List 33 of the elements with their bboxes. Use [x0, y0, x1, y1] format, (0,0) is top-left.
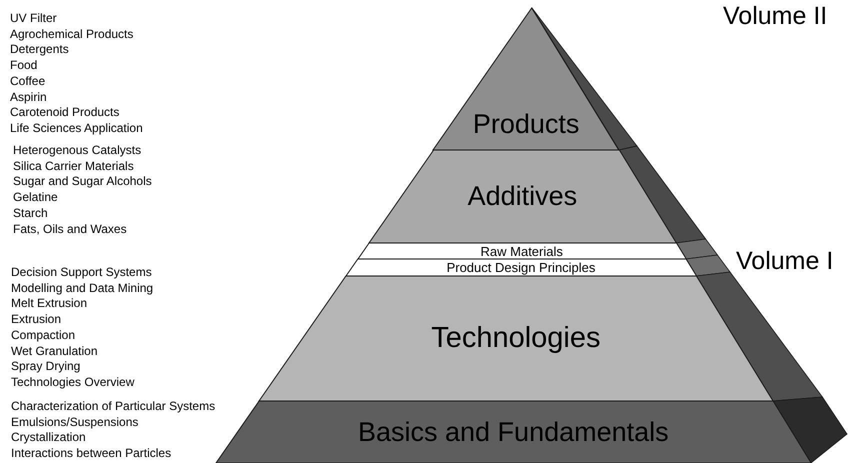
volume-label: Volume I — [736, 249, 834, 274]
topic-item: Carotenoid Products — [10, 106, 120, 118]
topic-item: Life Sciences Application — [10, 122, 143, 134]
topic-item: Coffee — [10, 74, 46, 87]
topic-item: Wet Granulation — [11, 344, 98, 356]
topic-item: Decision Support Systems — [11, 266, 152, 278]
topic-item: Extrusion — [11, 313, 62, 326]
topic-item: Agrochemical Products — [10, 28, 134, 40]
layer-label: Product Design Principles — [446, 261, 596, 274]
topic-item: Modelling and Data Mining — [11, 282, 154, 294]
volume-label: Volume II — [723, 4, 828, 29]
topic-item: Spray Drying — [11, 360, 80, 372]
topic-item: Silica Carrier Materials — [13, 160, 134, 172]
layer-label: Products — [472, 111, 580, 138]
topic-item: Interactions between Particles — [11, 447, 172, 460]
topic-item: Detergents — [10, 43, 69, 56]
topic-item: Crystallization — [11, 431, 86, 444]
layer-label: Technologies — [431, 324, 601, 353]
topic-item: UV Filter — [10, 12, 57, 24]
topic-item: Food — [10, 59, 38, 72]
layer-label: Raw Materials — [480, 244, 563, 258]
layer-label: Additives — [468, 183, 578, 210]
topic-item: Aspirin — [10, 90, 47, 102]
topic-item: Starch — [13, 206, 48, 219]
topic-item: Fats, Oils and Waxes — [13, 222, 127, 234]
topic-item: Gelatine — [13, 191, 58, 204]
topic-item: Sugar and Sugar Alcohols — [13, 175, 152, 188]
topic-item: Emulsions/Suspensions — [11, 416, 138, 428]
topic-item: Technologies Overview — [11, 376, 134, 388]
topic-item: Compaction — [11, 328, 76, 341]
topic-item: Heterogenous Catalysts — [13, 144, 142, 156]
layer-label: Basics and Fundamentals — [358, 418, 669, 446]
topic-item: Melt Extrusion — [11, 297, 88, 310]
